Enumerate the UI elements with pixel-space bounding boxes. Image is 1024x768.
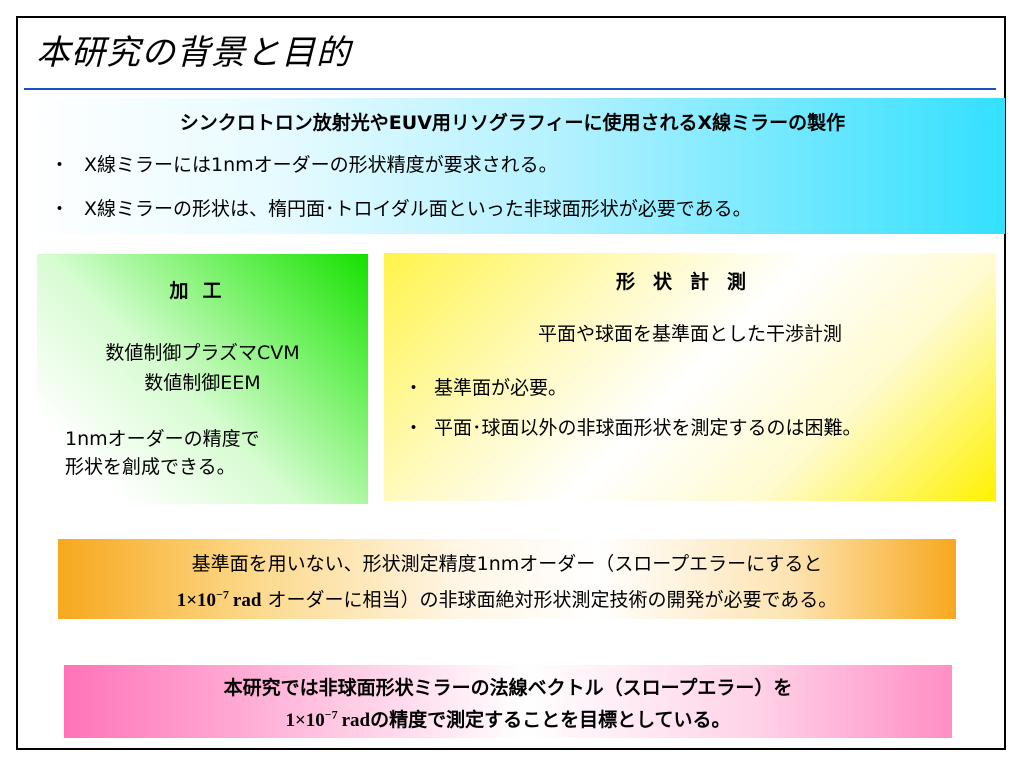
goal-slope-value: 1×10	[285, 710, 325, 731]
goal-slope-exponent: −7	[324, 707, 338, 722]
bullet-marker: ・	[404, 377, 424, 399]
processing-result: 1nmオーダーの精度で	[65, 428, 260, 450]
bullet-text: 基準面が必要。	[434, 377, 568, 399]
processing-heading: 加工	[169, 280, 236, 302]
bullet-marker: ・	[404, 417, 424, 439]
processing-result: 形状を創成できる。	[65, 456, 236, 478]
page-title: 本研究の背景と目的	[36, 33, 351, 73]
measurement-heading: 形状計測	[615, 271, 764, 293]
bullet-text: 平面･球面以外の非球面形状を測定するのは困難。	[434, 417, 862, 439]
processing-box: 加工 数値制御プラズマCVM 数値制御EEM 1nmオーダーの精度で 形状を創成…	[37, 254, 368, 504]
slope-exponent: −7	[216, 587, 229, 602]
bullet-marker: ・	[50, 198, 70, 220]
objective-bullet: ・ X線ミラーには1nmオーダーの形状精度が要求される。	[50, 150, 558, 177]
objective-heading: シンクロトロン放射光やEUV用リソグラフィーに使用されるX線ミラーの製作	[179, 112, 846, 134]
title-underline	[24, 88, 996, 90]
processing-method: 数値制御EEM	[144, 372, 261, 394]
goal-slope-unit: rad	[341, 710, 371, 731]
bullet-text: X線ミラーには1nmオーダーの形状精度が要求される。	[84, 154, 558, 176]
measurement-box: 形状計測 平面や球面を基準面とした干渉計測 ・基準面が必要。 ・平面･球面以外の…	[384, 253, 996, 501]
slope-unit: rad	[232, 590, 262, 611]
bullet-marker: ・	[50, 154, 70, 176]
slide-frame	[16, 16, 1006, 750]
processing-method: 数値制御プラズマCVM	[105, 342, 300, 364]
measurement-bullet: ・基準面が必要。	[404, 373, 567, 400]
bullet-text: X線ミラーの形状は、楕円面･トロイダル面といった非球面形状が必要である。	[84, 198, 752, 220]
measurement-bullet: ・平面･球面以外の非球面形状を測定するのは困難。	[404, 413, 862, 440]
requirement-line-rest: オーダーに相当）の非球面絶対形状測定技術の開発が必要である。	[261, 589, 838, 611]
goal-line: 本研究では非球面形状ミラーの法線ベクトル（スロープエラー）を	[223, 677, 793, 699]
objective-bullet: ・ X線ミラーの形状は、楕円面･トロイダル面といった非球面形状が必要である。	[50, 194, 752, 221]
slope-value: 1×10	[176, 590, 217, 611]
goal-line-rest: の精度で測定することを目標としている。	[370, 709, 731, 731]
objective-box: シンクロトロン放射光やEUV用リソグラフィーに使用されるX線ミラーの製作 ・ X線…	[20, 98, 1005, 234]
measurement-subtitle: 平面や球面を基準面とした干渉計測	[537, 323, 842, 345]
requirement-line: 基準面を用いない、形状測定精度1nmオーダー（スロープエラーにすると	[191, 553, 823, 575]
requirement-box: 基準面を用いない、形状測定精度1nmオーダー（スロープエラーにすると 1×10−…	[58, 539, 956, 619]
